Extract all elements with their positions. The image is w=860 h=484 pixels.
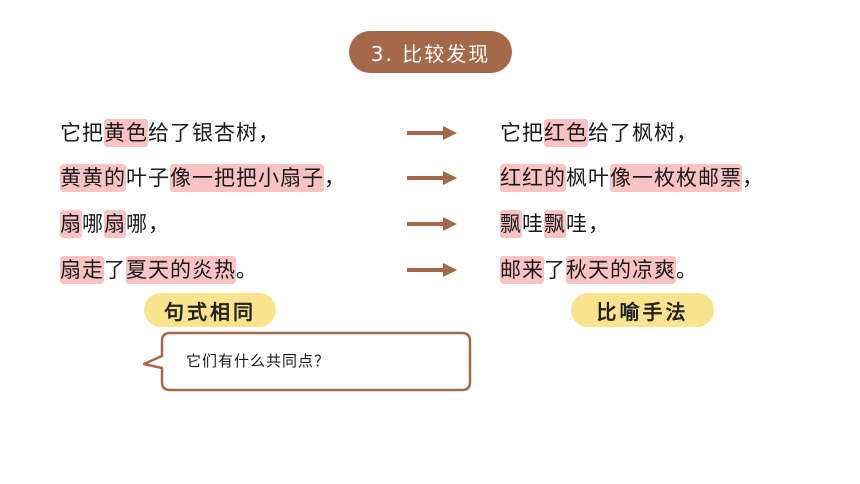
text-segment: 给了枫树，: [588, 121, 698, 145]
speech-bubble: [142, 331, 472, 392]
text-segment: 给了银杏树，: [148, 121, 280, 145]
left-line-2: 黄黄的叶子像一把把小扇子，: [60, 163, 346, 193]
highlighted-phrase: 夏天的炎热: [126, 256, 236, 284]
highlighted-phrase: 黄色: [104, 119, 148, 147]
tag-same-sentence-pattern: 句式相同: [144, 293, 276, 327]
text-segment: 。: [676, 258, 698, 282]
text-segment: ，: [324, 166, 346, 190]
text-segment: 哇: [522, 212, 544, 236]
text-segment: 。: [236, 258, 258, 282]
highlighted-phrase: 扇走: [60, 256, 104, 284]
highlighted-phrase: 飘: [544, 210, 566, 238]
text-segment: 它把: [60, 121, 104, 145]
text-segment: 了: [104, 258, 126, 282]
text-segment: 叶子: [126, 166, 170, 190]
text-segment: 枫叶: [566, 166, 610, 190]
text-segment: 哪: [82, 212, 104, 236]
text-segment: 它把: [500, 121, 544, 145]
arrow-right-icon: [407, 263, 457, 277]
highlighted-phrase: 秋天的凉爽: [566, 256, 676, 284]
highlighted-phrase: 像一把把小扇子: [170, 164, 324, 192]
right-line-2: 红红的枫叶像一枚枚邮票，: [500, 163, 764, 193]
arrow-right-icon: [407, 126, 457, 140]
text-segment: 哇，: [566, 212, 610, 236]
highlighted-phrase: 红色: [544, 119, 588, 147]
text-segment: 了: [544, 258, 566, 282]
text-segment: 哪，: [126, 212, 170, 236]
arrow-right-icon: [407, 171, 457, 185]
right-line-4: 邮来了秋天的凉爽。: [500, 255, 698, 285]
highlighted-phrase: 扇: [104, 210, 126, 238]
text-segment: ，: [742, 166, 764, 190]
right-line-3: 飘哇飘哇，: [500, 209, 610, 239]
left-line-1: 它把黄色给了银杏树，: [60, 118, 280, 148]
highlighted-phrase: 邮来: [500, 256, 544, 284]
tag-metaphor: 比喻手法: [571, 293, 714, 327]
highlighted-phrase: 飘: [500, 210, 522, 238]
left-line-4: 扇走了夏天的炎热。: [60, 255, 258, 285]
section-title: 3. 比较发现: [349, 31, 512, 73]
highlighted-phrase: 红红的: [500, 164, 566, 192]
highlighted-phrase: 像一枚枚邮票: [610, 164, 742, 192]
highlighted-phrase: 扇: [60, 210, 82, 238]
arrow-right-icon: [407, 217, 457, 231]
bubble-question: 它们有什么共同点？: [186, 352, 331, 370]
right-line-1: 它把红色给了枫树，: [500, 118, 698, 148]
left-line-3: 扇哪扇哪，: [60, 209, 170, 239]
highlighted-phrase: 黄黄的: [60, 164, 126, 192]
